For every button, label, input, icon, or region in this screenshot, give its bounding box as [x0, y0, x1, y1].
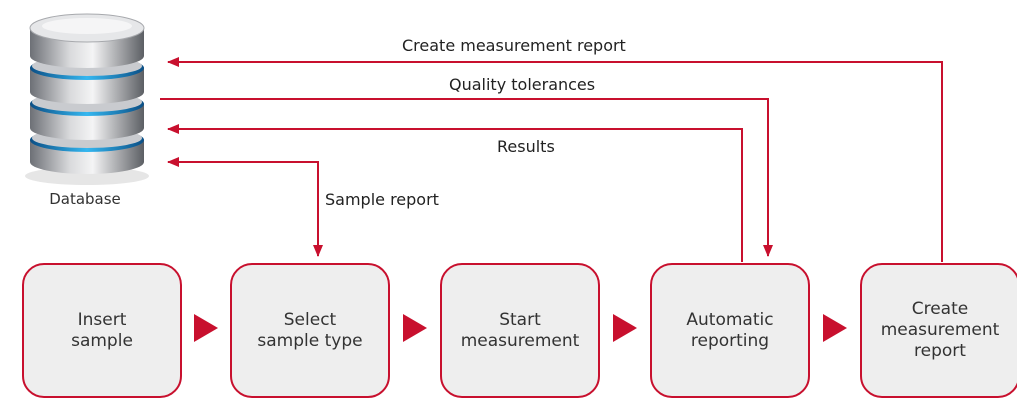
label-create-measurement-report: Create measurement report — [402, 36, 626, 55]
label-sample-report: Sample report — [325, 190, 439, 209]
step-automatic-reporting: Automatic reporting — [650, 263, 810, 398]
label-results: Results — [497, 137, 555, 156]
arrow-sample-report — [167, 157, 319, 256]
database-label: Database — [49, 190, 121, 208]
step-start-measurement: Start measurement — [440, 263, 600, 398]
arrow-results — [167, 124, 743, 262]
step-create-measurement-report: Create measurement report — [860, 263, 1017, 398]
flow-arrow-3 — [613, 314, 637, 342]
arrow-quality-tolerances — [160, 98, 773, 257]
flow-arrow-4 — [823, 314, 847, 342]
flow-arrow-1 — [194, 314, 218, 342]
label-quality-tolerances: Quality tolerances — [449, 75, 596, 94]
step-select-sample-type: Select sample type — [230, 263, 390, 398]
step-insert-sample: Insert sample — [22, 263, 182, 398]
flow-arrow-2 — [403, 314, 427, 342]
arrow-create-report — [167, 57, 943, 262]
database-icon — [25, 13, 149, 185]
